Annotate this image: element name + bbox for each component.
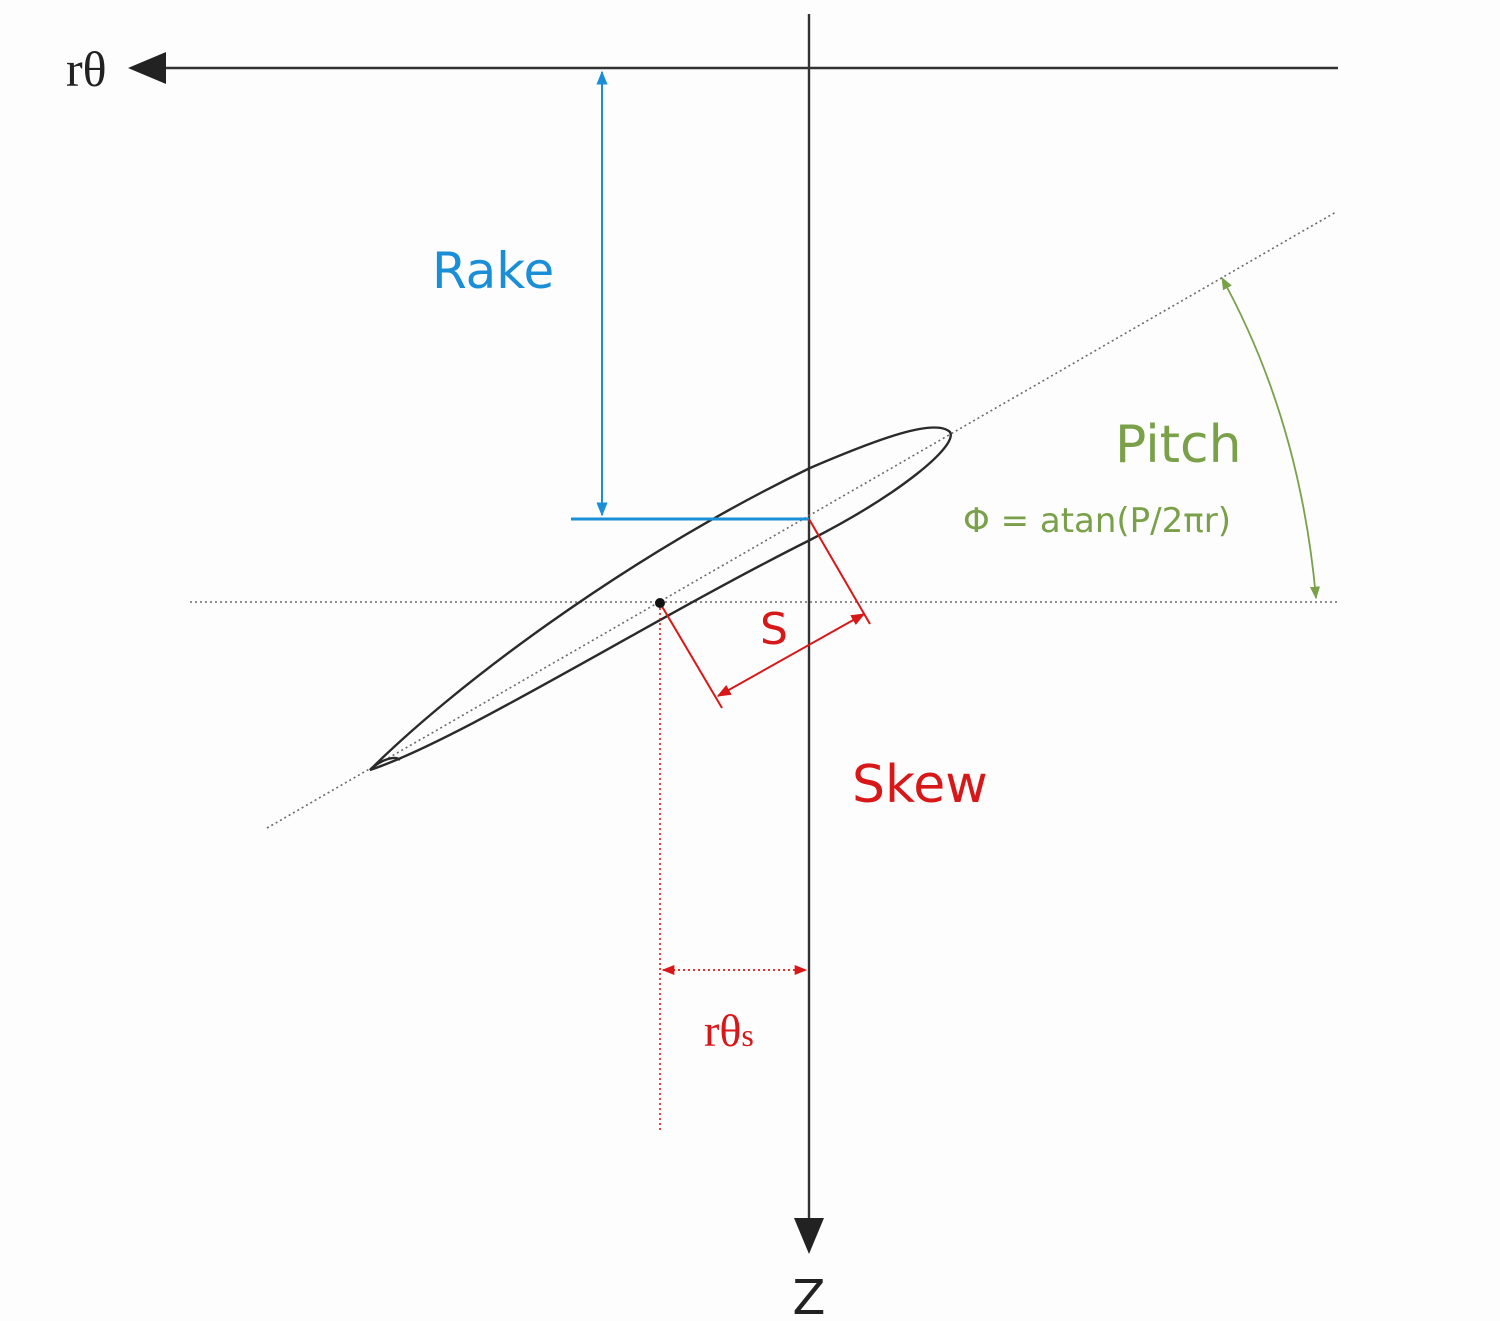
- r-theta-axis-label: rθ: [66, 41, 107, 97]
- blade-section-outline: [369, 426, 952, 772]
- r-theta-s-main: rθ: [704, 1005, 741, 1056]
- blade-section-trailing-edge: [369, 756, 401, 771]
- r-theta-s-subscript: s: [741, 1017, 753, 1053]
- mid-chord-point: [655, 598, 665, 608]
- skew-s-dimension-arrow: [716, 613, 866, 697]
- pitch-formula: Φ = atan(P/2πr): [963, 501, 1231, 541]
- r-theta-s-label: rθs: [704, 1005, 754, 1056]
- z-axis-label: Z: [793, 1270, 826, 1321]
- skew-extension-line-left: [659, 602, 723, 709]
- skew-s-label: S: [760, 604, 788, 655]
- rake-label: Rake: [432, 242, 554, 300]
- z-axis-arrow-icon: [794, 1218, 824, 1254]
- skew-extension-line-right: [808, 518, 871, 625]
- pitch-angle-arc: [1221, 276, 1321, 600]
- pitch-label: Pitch: [1115, 415, 1242, 475]
- skew-label: Skew: [852, 755, 988, 815]
- r-theta-axis-arrow-icon: [128, 52, 166, 84]
